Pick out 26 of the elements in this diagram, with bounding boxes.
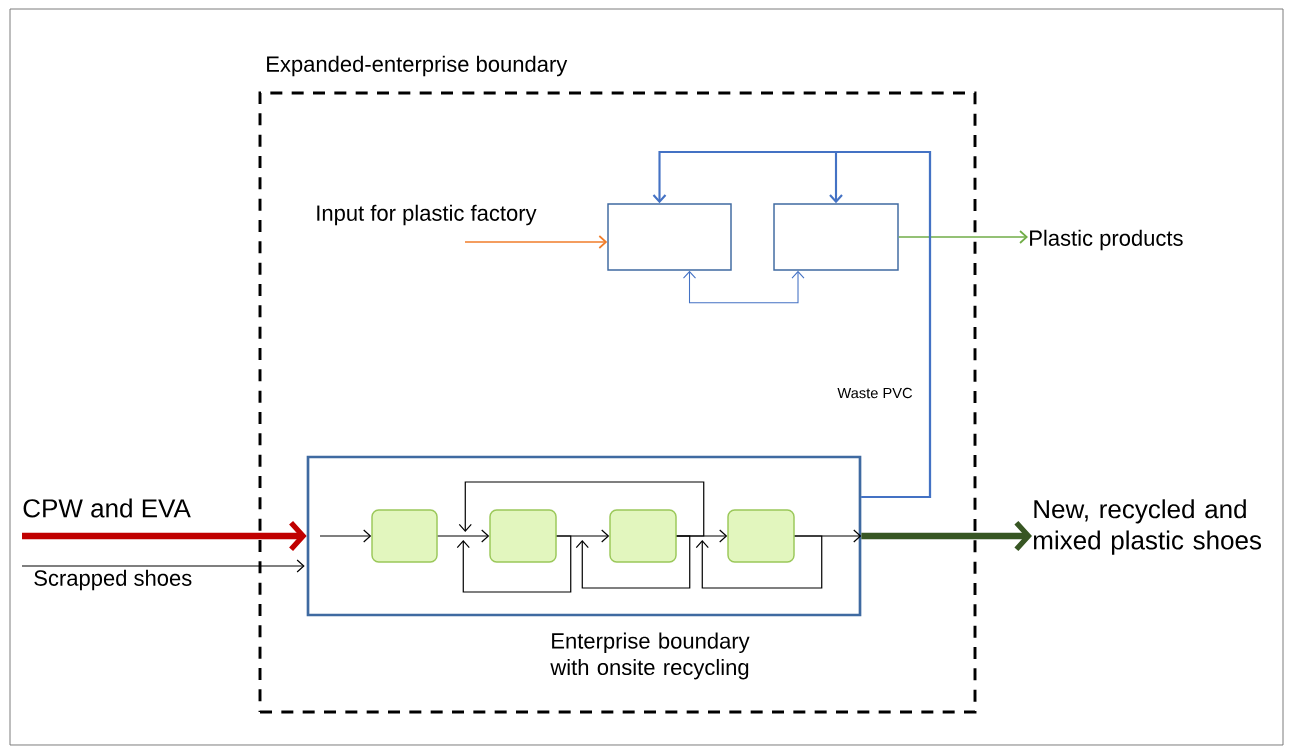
boundary-label: Enterprise boundary with onsite recycling bbox=[550, 632, 750, 680]
arrow bbox=[437, 529, 490, 543]
text-label: Input for plastic factory bbox=[317, 204, 537, 226]
arrow bbox=[861, 520, 1032, 552]
arrow bbox=[458, 481, 705, 537]
factory-box bbox=[607, 203, 732, 271]
arrow bbox=[21, 559, 305, 573]
edge-label: Waste PVC bbox=[837, 387, 913, 399]
text-label: Scrapped shoes bbox=[34, 569, 192, 591]
arrow bbox=[829, 150, 932, 499]
arrow bbox=[695, 535, 823, 589]
process-box bbox=[609, 509, 677, 563]
arrow bbox=[897, 230, 1028, 244]
arrow bbox=[456, 535, 572, 593]
text-label: New, recycled and mixed plastic shoes bbox=[1034, 499, 1262, 555]
boundary-label: Expanded-enterprise boundary bbox=[267, 55, 568, 77]
arrow bbox=[319, 529, 372, 543]
process-box bbox=[371, 509, 438, 563]
arrow bbox=[575, 535, 691, 589]
text-label: Plastic products bbox=[1030, 229, 1183, 251]
arrow bbox=[682, 270, 805, 304]
factory-box bbox=[773, 203, 899, 271]
process-box bbox=[489, 509, 557, 563]
arrow bbox=[464, 235, 608, 249]
text-label: CPW and EVA bbox=[23, 498, 191, 518]
process-box bbox=[727, 509, 795, 563]
